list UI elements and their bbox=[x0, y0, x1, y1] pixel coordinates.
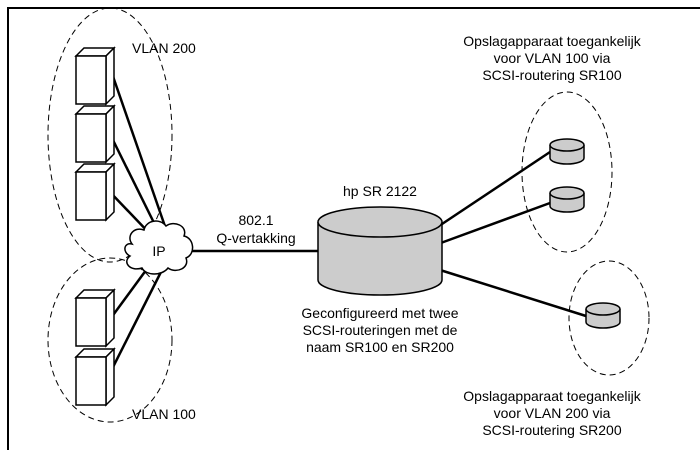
storage-disk-icon bbox=[585, 302, 621, 329]
storage-sr100-caption-line3: SCSI-routering SR100 bbox=[482, 67, 622, 83]
storage-sr100-caption-line1: Opslagapparaat toegankelijk bbox=[463, 33, 641, 49]
vlan200-label: VLAN 200 bbox=[132, 40, 196, 56]
storage-sr200-caption-line3: SCSI-routering SR200 bbox=[482, 422, 622, 438]
trunk-label-line1: 802.1 bbox=[238, 212, 273, 228]
link-host-2 bbox=[106, 129, 162, 236]
vlan100-hosts bbox=[74, 288, 116, 407]
host-tower-icon bbox=[74, 162, 116, 222]
storage-disk-icon bbox=[549, 138, 585, 165]
storage-sr200-caption-line2: voor VLAN 200 via bbox=[494, 405, 611, 421]
vlan100-label: VLAN 100 bbox=[132, 406, 196, 422]
vlan200-group-outline bbox=[47, 7, 173, 263]
vlan100-group-outline bbox=[47, 257, 173, 423]
host-tower-icon bbox=[74, 347, 116, 407]
host-tower-icon bbox=[74, 104, 116, 164]
diagram-border bbox=[7, 7, 700, 450]
router-description-line1: Geconfigureerd met twee bbox=[301, 305, 458, 321]
host-links bbox=[106, 61, 170, 378]
vlan200-hosts bbox=[74, 46, 116, 222]
link-storage-2 bbox=[437, 201, 551, 246]
link-storage-3 bbox=[439, 268, 587, 318]
storage-disk-icon bbox=[549, 186, 585, 213]
trunk-label-line2: Q-vertakking bbox=[216, 230, 295, 246]
router-description-line2: SCSI-routeringen met de bbox=[303, 322, 458, 338]
router-cylinder-icon bbox=[317, 206, 443, 296]
router-description-line3: naam SR100 en SR200 bbox=[306, 339, 454, 355]
link-storage-1 bbox=[429, 150, 551, 234]
link-host-1 bbox=[106, 61, 170, 236]
ip-cloud-label: IP bbox=[152, 243, 165, 259]
router-name: hp SR 2122 bbox=[343, 183, 417, 199]
ip-cloud-icon: IP bbox=[124, 220, 194, 275]
storage-sr200-group-outline bbox=[568, 260, 650, 376]
storage-sr200-caption-line1: Opslagapparaat toegankelijk bbox=[463, 388, 641, 404]
host-tower-icon bbox=[74, 288, 116, 348]
storage-sr100-group-outline bbox=[521, 91, 613, 253]
host-tower-icon bbox=[74, 46, 116, 106]
link-host-5 bbox=[106, 263, 167, 378]
storage-sr100-caption-line2: voor VLAN 100 via bbox=[494, 50, 611, 66]
storage-links bbox=[429, 150, 587, 318]
